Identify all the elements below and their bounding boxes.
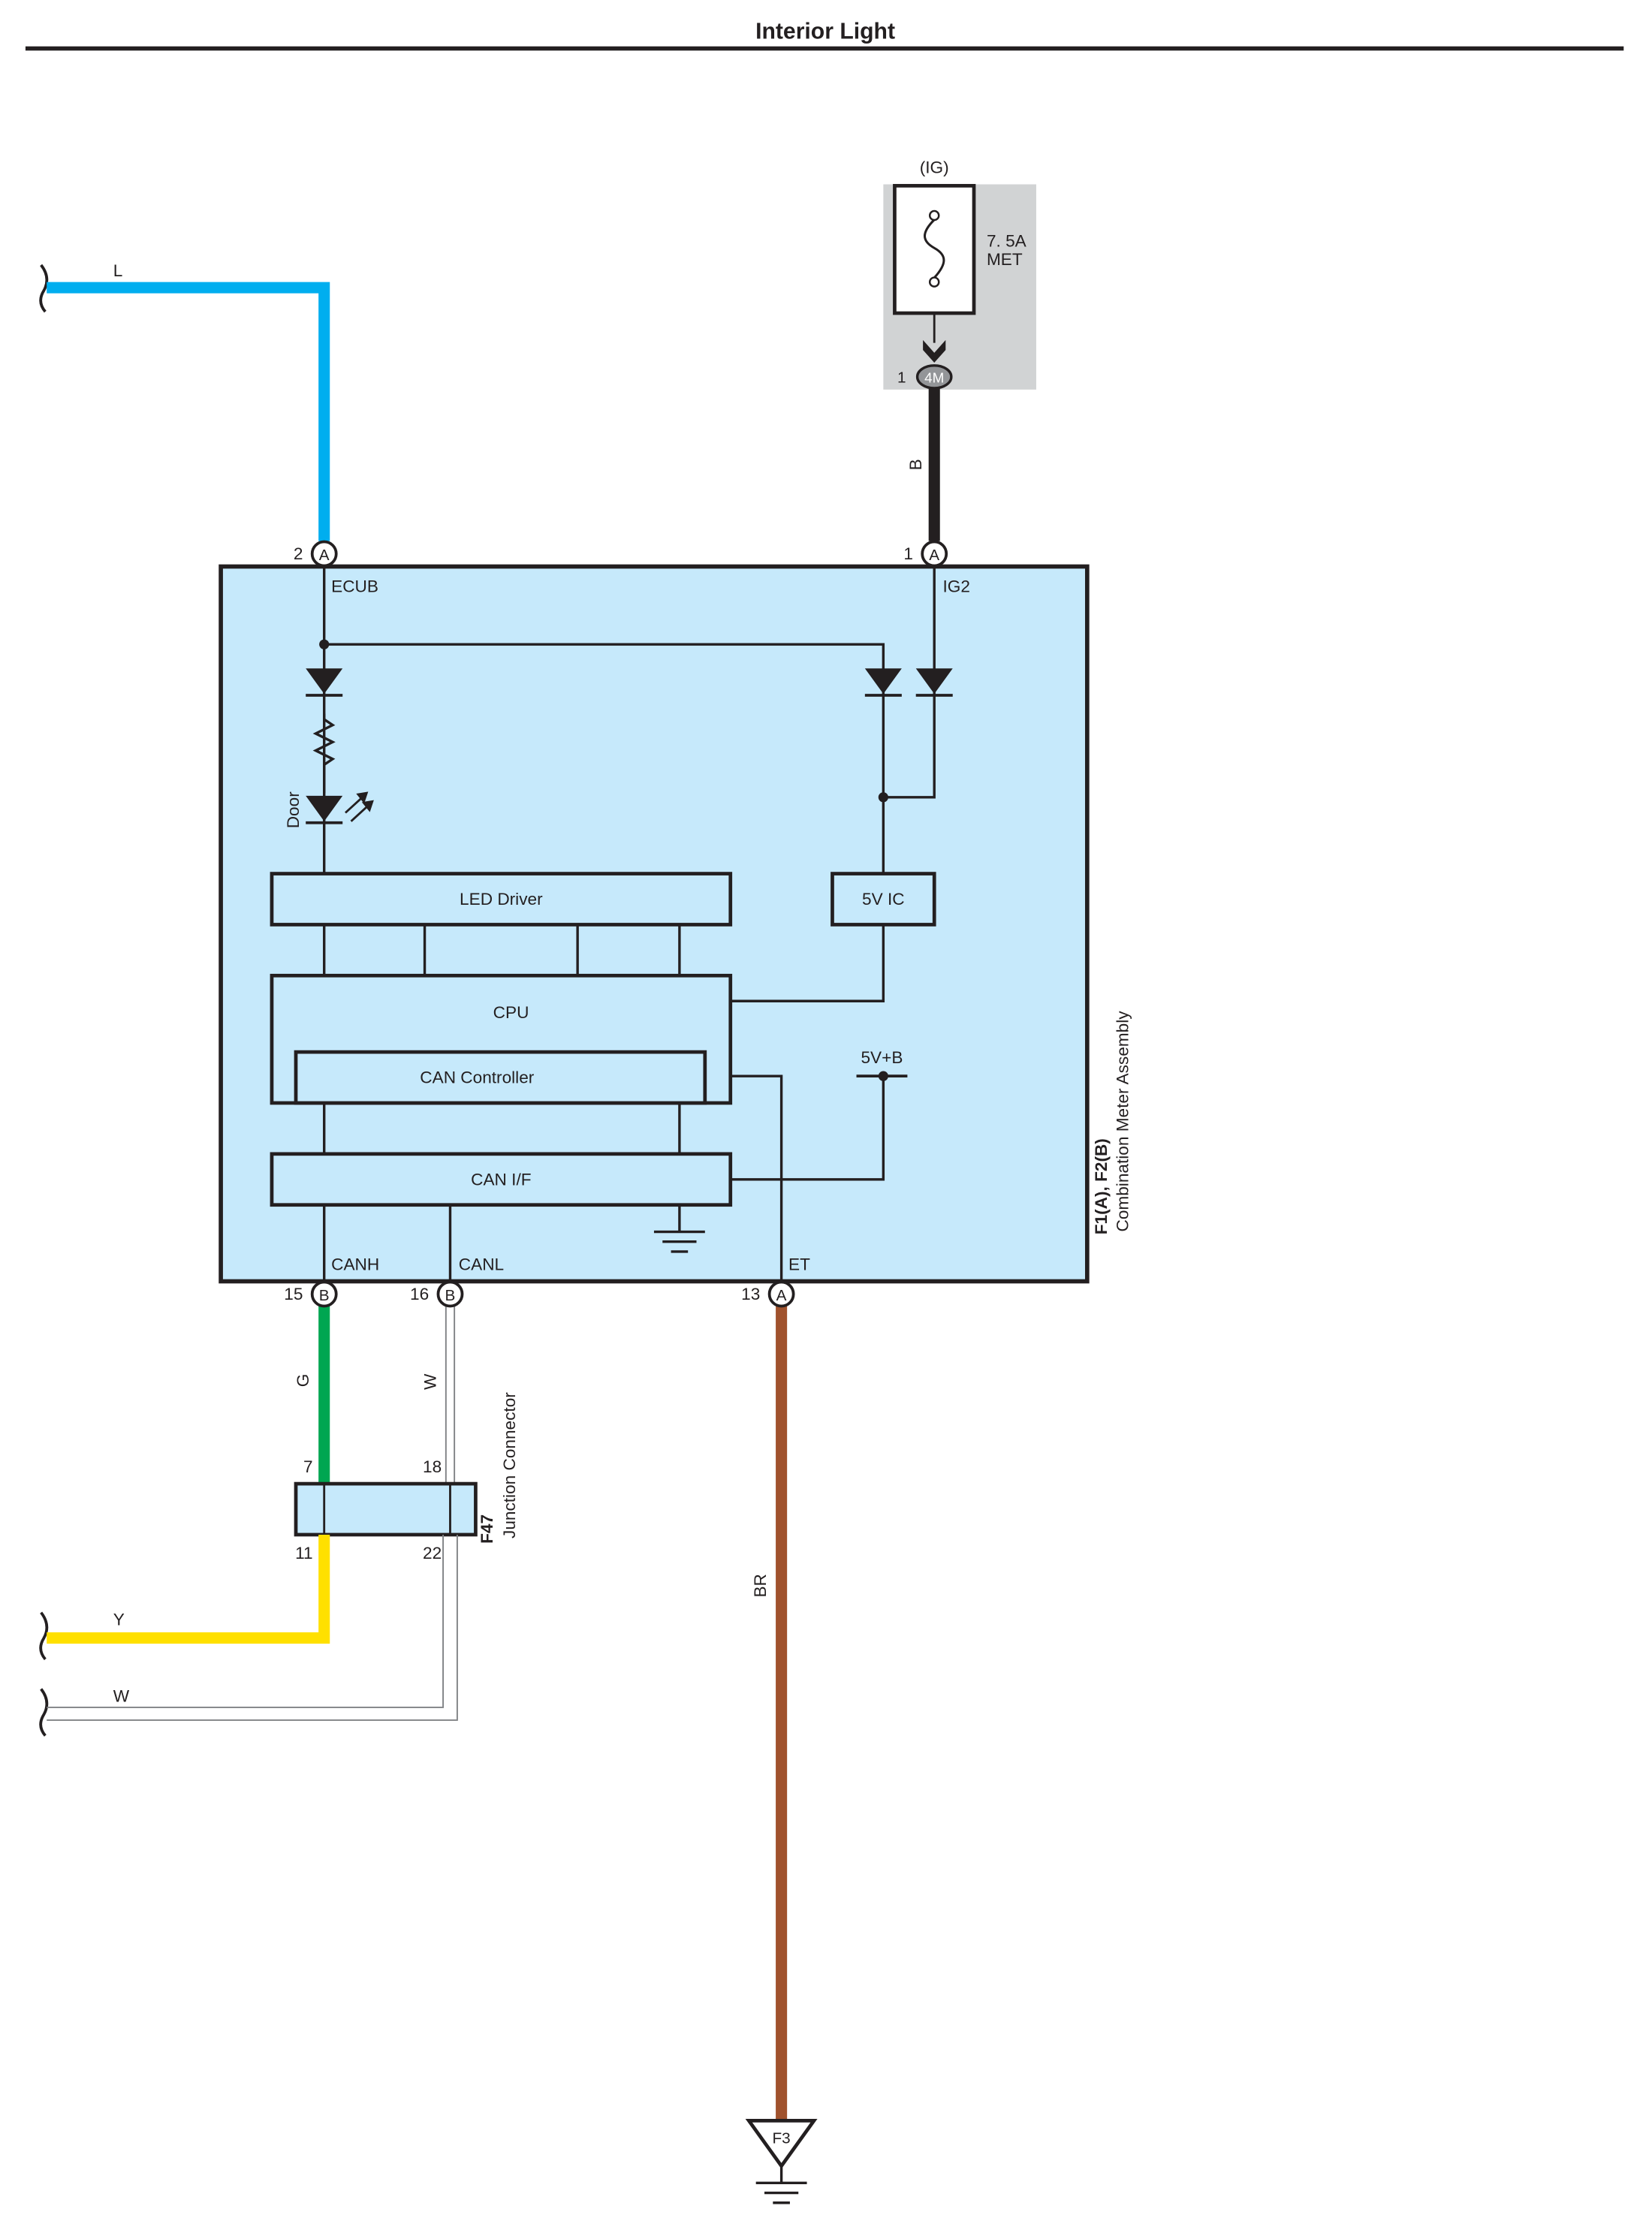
pin-name-ig2: IG2 xyxy=(943,577,970,595)
junction-pin-11: 11 xyxy=(295,1544,312,1563)
junction-connector-f47: 7 18 11 22 F47 Junction Connector xyxy=(294,1392,519,1563)
pin-connector-letter: A xyxy=(776,1287,787,1304)
wire-l-label: L xyxy=(113,261,123,280)
fuse-source-label: (IG) xyxy=(920,158,949,176)
supply-5v-label: 5V+B xyxy=(861,1048,903,1067)
wire-w-out-label: W xyxy=(113,1686,130,1705)
junction-pin-7: 7 xyxy=(303,1457,313,1476)
ic-5v-block xyxy=(831,872,936,927)
wire-l-path xyxy=(47,282,330,541)
door-label: Door xyxy=(284,791,303,828)
can-if-block xyxy=(270,1152,733,1207)
fuse-rating: 7. 5A xyxy=(987,231,1027,250)
diode-icon xyxy=(864,668,902,695)
led-driver-block xyxy=(270,872,733,927)
wire-b-label: B xyxy=(906,459,925,470)
wire-l: L xyxy=(39,261,330,541)
junction-pin-18: 18 xyxy=(423,1457,442,1476)
page-title: Interior Light xyxy=(755,19,895,44)
connector-arrow-icon xyxy=(923,339,946,363)
ground-point-f3: F3 xyxy=(745,2119,818,2204)
pin-name-canl: CANL xyxy=(459,1255,504,1273)
fuse-block: (IG) 7. 5A MET 4M 1 xyxy=(883,158,1036,390)
ground-label: F3 xyxy=(773,2130,791,2147)
junction-dot xyxy=(319,639,330,649)
wire-br: BR xyxy=(751,1305,788,2121)
pin-canh: B 15 xyxy=(284,1280,338,1308)
pin-number: 2 xyxy=(294,544,303,563)
ground-triangle-icon xyxy=(745,2119,818,2169)
led-driver-label: LED Driver xyxy=(460,890,543,909)
wire-br-label: BR xyxy=(751,1574,770,1597)
can-if-label: CAN I/F xyxy=(471,1170,531,1189)
wire-w-canl-path xyxy=(445,1304,456,1485)
fuse-terminal-top xyxy=(928,209,940,221)
pin-number: 1 xyxy=(903,544,913,563)
pin-ecub: A 2 xyxy=(294,540,338,568)
diode-icon xyxy=(306,668,343,695)
cpu-label: CPU xyxy=(493,1003,529,1022)
wire-g: G xyxy=(294,1305,330,1484)
led-icon xyxy=(306,795,343,821)
resistor-icon xyxy=(312,713,336,794)
pin-number: 15 xyxy=(284,1285,303,1303)
ground-icon xyxy=(755,2181,807,2204)
pin-ig2: A 1 xyxy=(903,540,948,568)
wire-w-out-path xyxy=(47,1534,458,1721)
connector-4m-pin: 1 xyxy=(897,369,906,386)
connector-4m-code: 4M xyxy=(924,369,944,385)
pin-connector-letter: B xyxy=(319,1287,330,1304)
combination-meter: ECUB IG2 CANH CANL ET 5V+B xyxy=(219,564,1132,1284)
pin-connector-letter: B xyxy=(445,1287,456,1304)
junction-name-label: Junction Connector xyxy=(500,1392,519,1538)
pin-et: A 13 xyxy=(741,1280,795,1308)
wire-g-label: G xyxy=(294,1374,312,1388)
fuse-element-icon xyxy=(924,218,945,279)
meter-id-label: F1(A), F2(B) xyxy=(1092,1138,1111,1234)
junction-dot xyxy=(878,1071,888,1081)
ic-5v-label: 5V IC xyxy=(862,890,905,909)
wire-w-out: W xyxy=(39,1534,458,1737)
can-controller-label: CAN Controller xyxy=(420,1068,534,1087)
meter-name-label: Combination Meter Assembly xyxy=(1113,1011,1132,1232)
wire-y-label: Y xyxy=(113,1611,125,1629)
wire-break-icon xyxy=(39,264,49,313)
wire-break-icon xyxy=(39,1688,49,1737)
wire-w-canl-label: W xyxy=(421,1373,440,1390)
pin-connector-letter: A xyxy=(929,547,939,564)
pin-name-ecub: ECUB xyxy=(331,577,378,595)
fuse-terminal-bottom xyxy=(928,276,940,288)
can-controller-block xyxy=(294,1050,707,1105)
junction-body xyxy=(294,1481,478,1537)
ground-icon xyxy=(653,1230,705,1253)
pin-name-canh: CANH xyxy=(331,1255,379,1273)
pin-number: 16 xyxy=(410,1285,429,1303)
pin-name-et: ET xyxy=(788,1255,810,1273)
junction-pin-22: 22 xyxy=(423,1544,442,1563)
diode-icon xyxy=(915,668,953,695)
wire-w-out-path xyxy=(47,1534,445,1708)
wire-break-icon xyxy=(39,1611,49,1661)
wire-y-path xyxy=(47,1534,330,1644)
fuse-body xyxy=(893,184,976,315)
junction-id-label: F47 xyxy=(478,1514,496,1544)
fuse-name: MET xyxy=(987,250,1023,269)
pin-connector-letter: A xyxy=(319,547,330,564)
junction-dot xyxy=(878,792,888,803)
pin-canl: B 16 xyxy=(410,1280,464,1308)
wire-y: Y xyxy=(39,1534,330,1661)
wire-b: B xyxy=(906,387,940,541)
light-emission-icon xyxy=(345,791,374,822)
pin-number: 13 xyxy=(741,1285,760,1303)
